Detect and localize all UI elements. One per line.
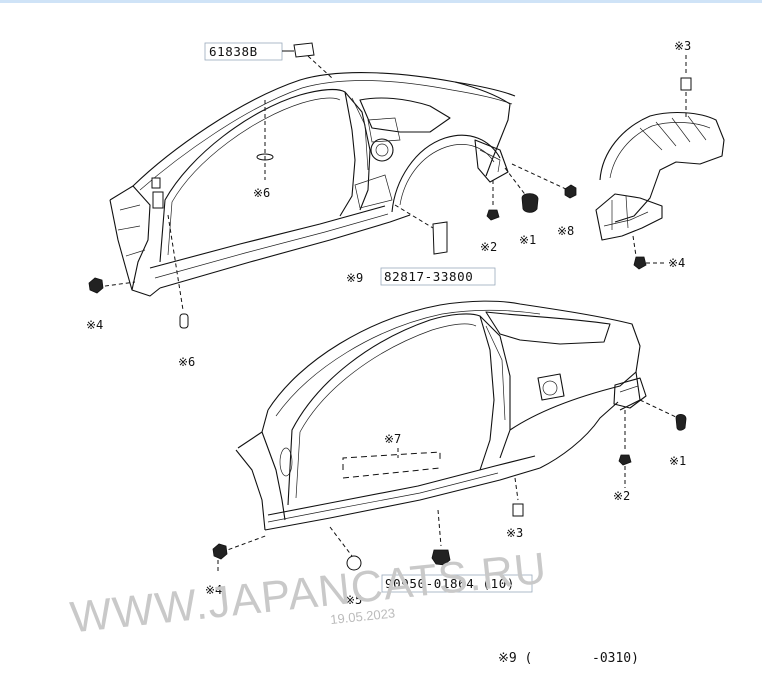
note-4-lower: ※4	[205, 583, 222, 597]
callout-4-lower: ※4	[205, 534, 269, 597]
footnote-ref: ※9 (	[498, 651, 532, 666]
hole-plug-6	[179, 313, 189, 329]
note-9-prefix: ※9	[346, 271, 363, 285]
callout-3-lower: ※3	[506, 477, 524, 540]
part-number-82817: 82817-33800	[384, 269, 473, 284]
note-2-upper: ※2	[480, 240, 497, 254]
part-number-61838b: 61838B	[209, 44, 258, 59]
plug-3-lower	[512, 503, 524, 517]
lower-right-fasteners: ※1 ※2	[613, 399, 687, 503]
nut-4-upper	[88, 277, 104, 294]
note-1-upper: ※1	[519, 233, 536, 247]
watermark: WWW.JAPANCATS.RU	[68, 544, 549, 643]
hole-plug-5	[346, 555, 362, 571]
grommet-1-lower	[675, 413, 687, 431]
callout-7: ※7	[342, 432, 441, 479]
watermark-text: WWW.JAPANCATS.RU	[68, 544, 549, 643]
callout-6-upper: ※6	[253, 100, 270, 200]
inner-wheelhouse: ※3 ※4	[595, 39, 725, 270]
nut-8	[564, 184, 577, 199]
grommet-90950	[431, 549, 451, 566]
note-4-right: ※4	[668, 256, 685, 270]
callout-90950: 90950-01864 (10)	[381, 509, 533, 593]
label-plate-9	[432, 221, 448, 255]
seal-part-61838b	[293, 42, 315, 58]
clip-2-upper	[486, 209, 500, 221]
upper-right-fasteners: ※2 ※1 ※8	[480, 163, 577, 254]
callout-4-upper: ※4	[86, 277, 136, 332]
watermark-date: 19.05.2023	[330, 605, 396, 627]
note-6-upper: ※6	[253, 186, 270, 200]
callout-5: ※5	[329, 526, 362, 607]
top-border	[0, 0, 762, 3]
nut-4-right	[633, 256, 647, 270]
note-7: ※7	[384, 432, 401, 446]
callout-82817: ※9 82817-33800	[346, 204, 496, 286]
note-6-left: ※6	[178, 355, 195, 369]
callout-61838b: 61838B	[204, 42, 333, 79]
note-2-lower: ※2	[613, 489, 630, 503]
plug-3-upper	[680, 77, 692, 91]
lower-side-panel	[235, 300, 647, 531]
grommet-1-upper	[521, 193, 539, 213]
note-8: ※8	[557, 224, 574, 238]
nut-4-lower	[212, 543, 228, 560]
note-4-upper: ※4	[86, 318, 103, 332]
callout-6-left: ※6	[167, 214, 195, 369]
footnote-range: -0310)	[592, 651, 639, 666]
upper-side-panel	[109, 72, 516, 297]
note-3-lower: ※3	[506, 526, 523, 540]
note-3-upper: ※3	[674, 39, 691, 53]
note-5: ※5	[345, 593, 362, 607]
note-1-lower: ※1	[669, 454, 686, 468]
part-number-90950: 90950-01864 (10)	[385, 576, 515, 591]
clip-2-lower	[618, 454, 632, 466]
